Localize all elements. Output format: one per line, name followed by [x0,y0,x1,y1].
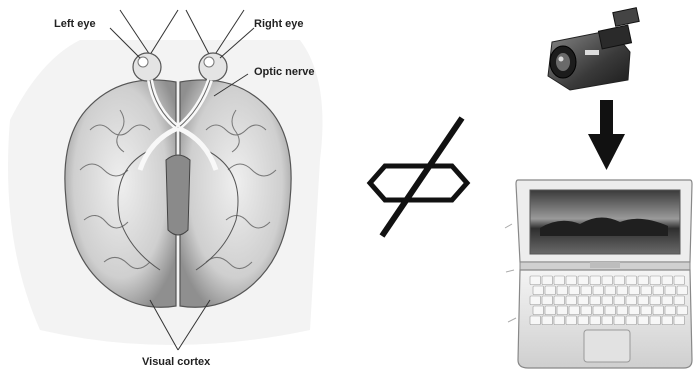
keyboard-key [650,316,661,325]
keyboard-key [617,306,628,315]
keyboard-key [542,316,553,325]
keyboard-key [614,296,625,305]
keyboard-key [545,286,556,295]
keyboard-key [581,306,592,315]
keyboard-key [638,296,649,305]
keyboard-key [629,306,640,315]
brain-illustration [8,10,323,350]
keyboard-key [593,306,604,315]
keyboard-key [566,296,577,305]
keyboard-key [650,276,661,285]
keyboard-key [665,286,676,295]
keyboard-key [662,276,673,285]
keyboard-key [590,276,601,285]
keyboard-key [530,276,541,285]
keyboard-key [674,296,685,305]
keyboard-key [530,316,541,325]
keyboard-key [641,306,652,315]
keyboard-key [554,276,565,285]
right-eye-shape [199,53,227,81]
keyboard-key [602,276,613,285]
laptop-illustration [505,180,692,368]
keyboard-key [674,276,685,285]
down-arrow-icon [588,100,625,170]
keyboard-key [557,286,568,295]
keyboard-key [578,316,589,325]
keyboard-key [542,296,553,305]
keyboard-key [653,306,664,315]
keyboard-key [626,316,637,325]
keyboard-key [602,316,613,325]
keyboard-key [578,296,589,305]
keyboard-key [638,276,649,285]
visual-cortex-label: Visual cortex [142,356,211,368]
keyboard-key [566,276,577,285]
keyboard-key [590,296,601,305]
keyboard-key [605,306,616,315]
keyboard-key [581,286,592,295]
keyboard-key [674,316,685,325]
left-eye-shape [133,53,161,81]
keyboard-key [590,316,601,325]
keyboard-key [578,276,589,285]
keyboard-key [554,316,565,325]
camcorder-illustration [548,8,639,90]
right-eye-label: Right eye [254,18,304,30]
keyboard-key [641,286,652,295]
optic-nerve-label: Optic nerve [254,66,315,78]
keyboard-key [677,306,688,315]
keyboard-key [566,316,577,325]
keyboard-key [650,296,661,305]
keyboard-key [533,306,544,315]
keyboard-key [653,286,664,295]
keyboard-key [629,286,640,295]
keyboard-key [665,306,676,315]
keyboard-key [605,286,616,295]
keyboard-key [626,296,637,305]
keyboard-key [533,286,544,295]
keyboard-key [569,286,580,295]
keyboard-key [593,286,604,295]
keyboard-key [617,286,628,295]
keyboard-key [614,316,625,325]
keyboard-key [545,306,556,315]
keyboard-key [662,316,673,325]
keyboard-key [557,306,568,315]
keyboard-key [614,276,625,285]
keyboard-key [626,276,637,285]
keyboard-key [554,296,565,305]
crossed-double-arrow-icon [370,118,467,236]
keyboard-key [638,316,649,325]
keyboard-key [530,296,541,305]
keyboard-key [542,276,553,285]
keyboard-key [602,296,613,305]
keyboard-key [677,286,688,295]
keyboard-key [662,296,673,305]
keyboard-key [569,306,580,315]
left-eye-label: Left eye [54,18,96,30]
